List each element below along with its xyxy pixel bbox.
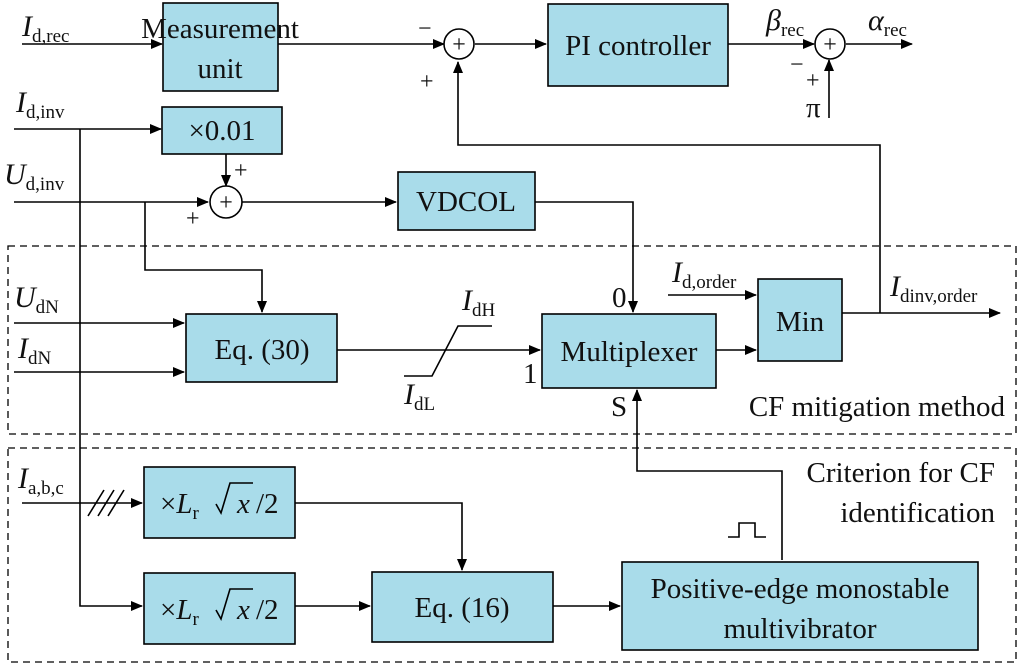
multiplexer-block: Multiplexer <box>541 313 717 389</box>
summing-junction-1: + <box>443 28 475 60</box>
mux-port-s: S <box>611 391 627 423</box>
signal-alpha-rec: αrec <box>868 4 907 41</box>
svg-text:x: x <box>236 488 250 520</box>
signal-id-rec: Id,rec <box>21 10 69 47</box>
signal-beta-rec: βrec <box>765 4 804 41</box>
criterion-region-label-line1: Criterion for CF <box>807 457 996 489</box>
mitigation-region-label: CF mitigation method <box>749 391 1006 423</box>
sum3-plus-left: + <box>186 206 200 232</box>
mux-port-0: 0 <box>612 282 627 314</box>
eq16-block: Eq. (16) <box>371 571 554 643</box>
svg-text:+: + <box>823 32 837 58</box>
signal-id-n: IdN <box>17 332 52 369</box>
scale-block-1: ×Lr x /2 <box>143 466 296 539</box>
gain-block: ×0.01 <box>161 106 283 155</box>
vdcol-label: VDCOL <box>416 186 516 218</box>
sum1-minus: − <box>418 16 432 42</box>
summing-junction-2: + <box>814 28 846 60</box>
monostable-label-line2: multivibrator <box>723 613 876 645</box>
scale-block-2: ×Lr x /2 <box>143 572 296 645</box>
summing-junction-3: + <box>209 185 243 219</box>
monostable-block: Positive-edge monostable multivibrator <box>621 561 979 651</box>
measurement-unit-block: Measurement unit <box>141 2 299 92</box>
mux-port-1: 1 <box>523 358 538 390</box>
pulse-icon <box>728 522 766 538</box>
eq30-block: Eq. (30) <box>185 313 338 383</box>
measurement-label-line2: unit <box>197 53 242 85</box>
sum1-plus: + <box>420 69 434 95</box>
sqrt-icon <box>215 482 253 516</box>
signal-ud-inv: Ud,inv <box>4 158 65 195</box>
svg-text:+: + <box>452 32 466 58</box>
signal-id-inv: Id,inv <box>15 86 65 123</box>
svg-text:×Lr: ×Lr <box>160 594 200 630</box>
svg-text:/2: /2 <box>256 488 279 520</box>
criterion-region <box>7 447 1017 663</box>
pi-controller-label: PI controller <box>565 30 711 62</box>
pi-controller-block: PI controller <box>547 3 729 87</box>
gain-label: ×0.01 <box>188 115 255 147</box>
min-label: Min <box>776 306 825 338</box>
svg-text:+: + <box>219 190 233 216</box>
eq16-label: Eq. (16) <box>414 592 509 624</box>
measurement-label-line1: Measurement <box>141 13 299 45</box>
min-block: Min <box>757 278 843 362</box>
sum2-plus: + <box>806 68 820 94</box>
signal-ud-n: UdN <box>14 281 59 318</box>
signal-i-abc: Ia,b,c <box>17 462 64 499</box>
wires <box>14 39 1001 611</box>
eq30-label: Eq. (30) <box>214 334 309 366</box>
svg-text:×Lr: ×Lr <box>160 488 200 524</box>
multiplexer-label: Multiplexer <box>561 336 698 368</box>
sum2-minus: − <box>790 52 804 78</box>
svg-text:/2: /2 <box>256 594 279 626</box>
signal-idinv-order: Idinv,order <box>889 270 978 307</box>
svg-text:x: x <box>236 594 250 626</box>
limiter-upper-label: IdH <box>461 284 496 321</box>
sum3-plus-top: + <box>234 158 248 184</box>
signal-id-order: Id,order <box>671 256 737 293</box>
criterion-region-label-line2: identification <box>840 497 995 529</box>
vdcol-block: VDCOL <box>397 171 536 231</box>
monostable-label-line1: Positive-edge monostable <box>651 573 950 605</box>
sqrt-icon <box>215 588 253 622</box>
limiter-lower-label: IdL <box>403 378 435 415</box>
mitigation-region <box>7 245 1017 435</box>
signal-pi: π <box>806 92 821 124</box>
